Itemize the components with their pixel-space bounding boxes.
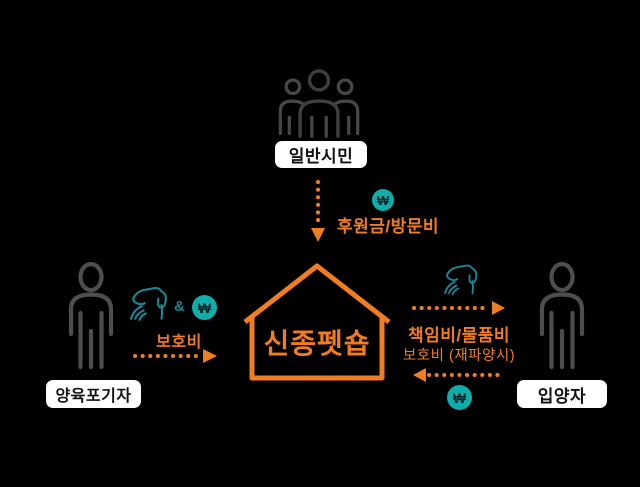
dotted-arrow-right bbox=[133, 349, 217, 363]
won-symbol: ₩ bbox=[452, 389, 467, 406]
abandoner-person-icon bbox=[68, 261, 114, 370]
abandoner-label-text: 양육포기자 bbox=[55, 388, 132, 405]
dog-hand-icon bbox=[130, 287, 167, 321]
dotted-arrow-right bbox=[412, 301, 505, 315]
citizens-label: 일반시민 bbox=[275, 141, 367, 168]
responsibility-fee-label: 책임비/물품비 bbox=[407, 326, 511, 345]
abandoner-label: 양육포기자 bbox=[46, 380, 141, 408]
petshop-title: 신종펫숍 bbox=[263, 328, 371, 359]
citizens-label-text: 일반시민 bbox=[288, 147, 354, 166]
petshop-house-icon bbox=[243, 263, 391, 381]
adopter-label: 입양자 bbox=[517, 380, 607, 408]
won-icon: ₩ bbox=[192, 295, 217, 320]
citizens-group-icon bbox=[278, 69, 360, 138]
dotted-arrow-left bbox=[413, 368, 506, 382]
reabandon-fee-label: 보호비 (재파양시) bbox=[402, 348, 516, 364]
won-symbol: ₩ bbox=[197, 299, 212, 316]
protection-fee-label: 보호비 bbox=[156, 334, 202, 351]
ampersand-text: & bbox=[174, 298, 185, 315]
dog-hand-icon bbox=[444, 264, 478, 296]
won-icon: ₩ bbox=[447, 385, 472, 410]
dotted-arrow-down bbox=[311, 180, 325, 242]
won-symbol: ₩ bbox=[376, 192, 390, 208]
adopter-person-icon bbox=[539, 261, 585, 370]
won-icon: ₩ bbox=[372, 189, 394, 211]
adopter-label-text: 입양자 bbox=[537, 386, 587, 406]
donation-fee-label: 후원금/방문비 bbox=[336, 217, 440, 236]
